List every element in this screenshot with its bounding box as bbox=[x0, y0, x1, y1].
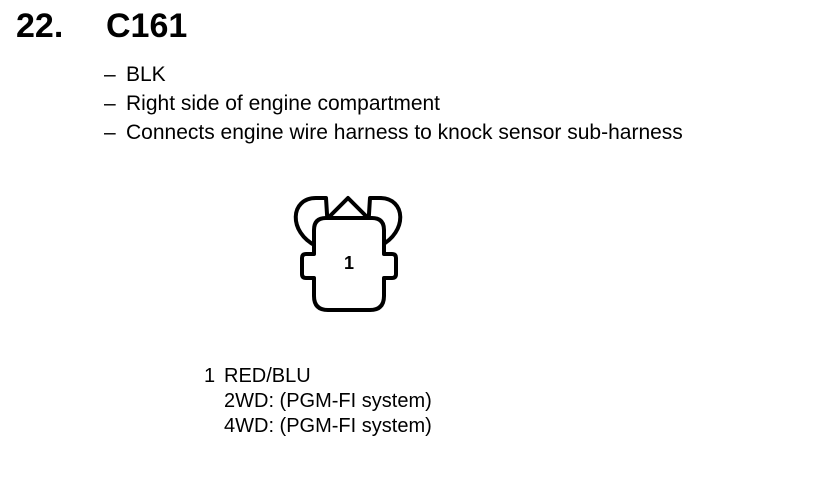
connector-details: –BLK –Right side of engine compartment –… bbox=[104, 60, 683, 147]
detail-color: –BLK bbox=[104, 60, 683, 89]
connector-code: C161 bbox=[106, 7, 188, 45]
detail-dash: – bbox=[104, 92, 116, 115]
pin-row: 1 RED/BLU bbox=[204, 364, 432, 389]
connector-housing bbox=[300, 216, 398, 312]
connector-index: 22. bbox=[16, 7, 64, 45]
detail-text: Connects engine wire harness to knock se… bbox=[126, 121, 683, 144]
pin-number: 1 bbox=[204, 365, 216, 387]
detail-text: BLK bbox=[126, 63, 166, 86]
connector-face-diagram: 1 bbox=[286, 190, 416, 320]
pin-1-label: 1 bbox=[344, 253, 354, 273]
detail-connects: –Connects engine wire harness to knock s… bbox=[104, 118, 683, 147]
pin-list: 1 RED/BLU 2WD: (PGM-FI system) 4WD: (PGM-… bbox=[204, 364, 432, 439]
detail-dash: – bbox=[104, 121, 116, 144]
pin-note: 4WD: (PGM-FI system) bbox=[224, 415, 432, 437]
detail-text: Right side of engine compartment bbox=[126, 92, 441, 115]
pin-wire-color: RED/BLU bbox=[224, 365, 311, 387]
pin-note: 2WD: (PGM-FI system) bbox=[224, 390, 432, 412]
detail-dash: – bbox=[104, 63, 116, 86]
detail-location: –Right side of engine compartment bbox=[104, 89, 683, 118]
